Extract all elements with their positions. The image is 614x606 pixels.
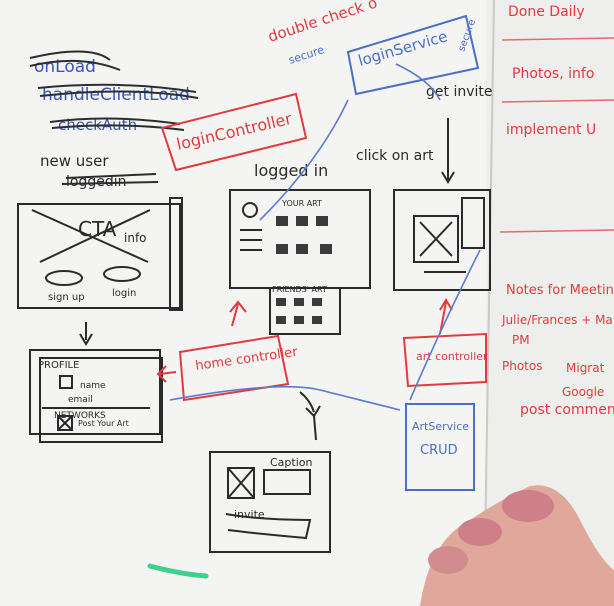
migration-note: Migrat <box>566 361 605 375</box>
home-controller-arrow <box>229 300 247 327</box>
notes-for-meeting-heading: Notes for Meetin <box>506 283 614 298</box>
red-margin-line-low <box>499 229 614 233</box>
logged-in-label: logged in <box>254 161 328 180</box>
red-margin-line-mid <box>501 99 614 103</box>
art-controller-arrow <box>439 298 453 335</box>
crossed-word-handleclientload: handleClientLoad <box>42 85 190 105</box>
email-label: email <box>68 395 93 405</box>
pm-note: PM <box>512 333 530 347</box>
caption-label: Caption <box>270 456 313 469</box>
sign-up-label: sign up <box>48 292 85 303</box>
your-art-label: YOUR ART <box>281 199 322 208</box>
art-controller-label: art controller <box>416 350 488 363</box>
hand-holding-paper <box>420 485 614 606</box>
post-your-art-label: Post Your Art <box>78 419 129 428</box>
post-comment-note: post commen <box>520 402 614 418</box>
crossed-word-loggedin: loggedin <box>66 174 127 190</box>
red-margin-line-top <box>501 37 614 41</box>
photos-note: Photos <box>502 359 542 373</box>
caption-wireframe <box>209 391 331 553</box>
click-on-art-label: click on art <box>356 148 434 164</box>
blue-connectors <box>169 63 481 411</box>
right-page-notes: Done Daily Photos, info implement U Note… <box>501 4 614 418</box>
new-user-label: new user <box>40 152 109 170</box>
crud-label: CRUD <box>420 443 458 458</box>
art-service-label: ArtService <box>412 420 469 433</box>
login-label: login <box>112 288 136 299</box>
art-controller-box: art controller <box>402 332 488 388</box>
get-invite-label: get invite <box>426 84 492 100</box>
friends-art-label: FRIENDS' ART <box>272 285 327 294</box>
home-to-profile-arrow <box>156 365 177 383</box>
google-note: Google <box>562 385 604 399</box>
art-detail-wireframe <box>393 118 491 291</box>
strike-lines <box>29 50 199 185</box>
invite-label: invite <box>234 508 265 521</box>
info-label: info <box>124 231 147 245</box>
julie-frances-note: Julie/Frances + Ma <box>501 313 613 327</box>
logged-in-wireframe <box>229 189 371 335</box>
paper-left-page <box>0 0 500 606</box>
page-fold <box>483 0 495 606</box>
profile-label: PROFILE <box>38 360 79 371</box>
profile-wireframe <box>29 322 163 443</box>
art-service-box: ArtService CRUD <box>405 403 475 491</box>
landing-page-wireframe <box>17 197 183 311</box>
implement-note: implement U <box>506 122 596 138</box>
green-marker-smudge <box>147 563 209 579</box>
done-daily-note: Done Daily <box>508 4 585 20</box>
art-thumbnails <box>276 216 332 324</box>
name-label: name <box>80 381 106 391</box>
photos-info-note: Photos, info <box>512 66 594 82</box>
networks-label: NETWORKS <box>54 411 106 421</box>
cta-label: CTA <box>78 217 117 241</box>
